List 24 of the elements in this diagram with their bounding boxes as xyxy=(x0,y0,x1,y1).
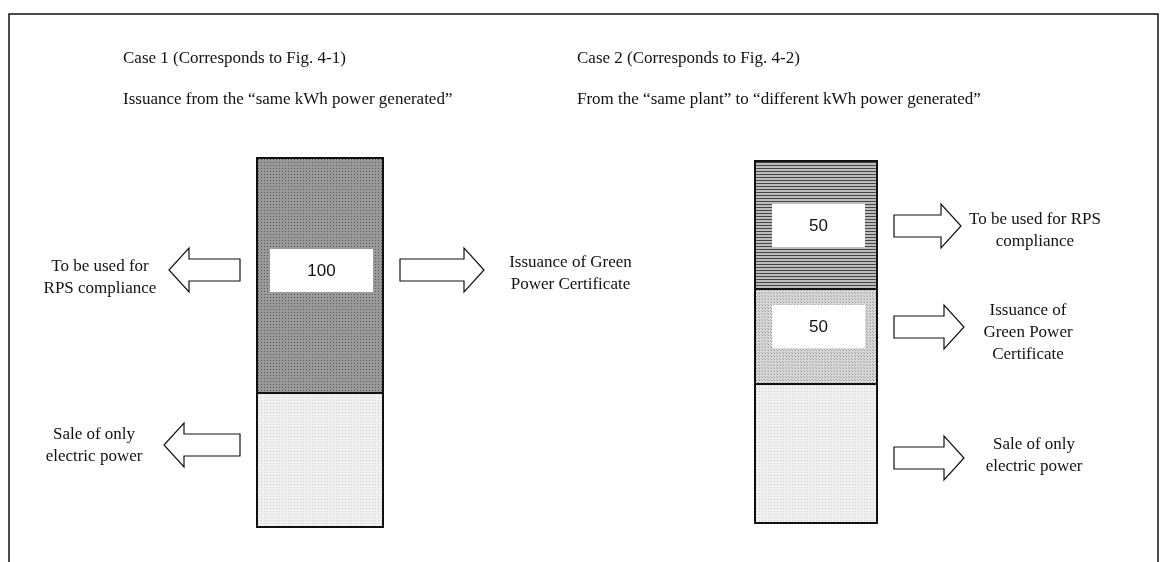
block-arrow xyxy=(168,246,241,294)
block-arrow xyxy=(893,303,965,351)
block-arrow xyxy=(893,202,962,250)
case-heading: Case 1 (Corresponds to Fig. 4-1) xyxy=(123,48,346,68)
outcome-label: Issuance of Green Power Certificate xyxy=(968,292,1088,372)
bar-segment xyxy=(754,383,878,524)
outcome-label: Sale of only electric power xyxy=(968,432,1100,478)
outcome-label: To be used for RPS compliance xyxy=(35,243,165,311)
bar-segment xyxy=(256,392,384,528)
value-label: 50 xyxy=(772,204,865,247)
value-label: 100 xyxy=(270,249,373,292)
outcome-label: To be used for RPS compliance xyxy=(965,195,1105,265)
bar-segment xyxy=(754,288,878,385)
case-description: Issuance from the “same kWh power generated” xyxy=(123,89,453,109)
outcome-label: Sale of only electric power xyxy=(28,424,160,466)
case-description: From the “same plant” to “different kWh power generated” xyxy=(577,89,981,109)
case-heading: Case 2 (Corresponds to Fig. 4-2) xyxy=(577,48,800,68)
outcome-label: Issuance of Green Power Certificate xyxy=(488,252,653,294)
value-label: 50 xyxy=(772,305,865,348)
block-arrow xyxy=(893,434,965,482)
block-arrow xyxy=(399,246,485,294)
block-arrow xyxy=(163,421,241,469)
bar-segment xyxy=(256,157,384,394)
bar-segment xyxy=(754,160,878,290)
